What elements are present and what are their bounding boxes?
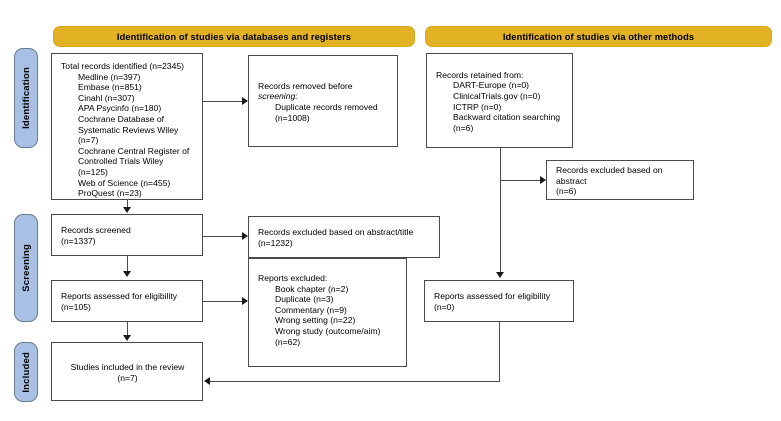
- node-records-excluded-abstract-title: Records excluded based on abstract/title…: [248, 216, 440, 258]
- node-records-excluded-abstract-title-lines: Records excluded based on abstract/title…: [258, 227, 431, 248]
- node-line: Wrong setting (n=22): [275, 315, 356, 326]
- arrowhead-screened-to-excluded: [242, 232, 248, 240]
- connector-total-to-removed: [203, 101, 242, 102]
- connector-retained-to-eligibility-other: [500, 180, 501, 272]
- node-line: screening:: [258, 91, 298, 102]
- node-line: (n=125): [78, 166, 108, 177]
- stage-pill-screening: Screening: [14, 214, 38, 322]
- node-line: (n=0): [434, 302, 455, 312]
- node-line: Medline (n=397): [78, 71, 141, 82]
- node-line: (n=105): [61, 302, 91, 312]
- node-line: Reports assessed for eligibility: [434, 291, 551, 302]
- node-line: Records retained from:: [436, 69, 524, 80]
- connector-screened-to-excluded: [203, 236, 242, 237]
- arrowhead-total-to-screened: [123, 207, 131, 213]
- node-line: Wrong study (outcome/aim): [275, 325, 381, 336]
- arrowhead-retained-to-eligibility-other: [496, 272, 504, 278]
- arrowhead-eligibility-to-reports-excluded: [242, 297, 248, 305]
- arrowhead-total-to-removed: [242, 97, 248, 105]
- node-line: Reports excluded:: [258, 273, 328, 283]
- arrowhead-screened-to-eligibility: [123, 271, 131, 277]
- node-records-retained-from: Records retained from:DART-Europe (n=0)C…: [426, 53, 573, 148]
- node-reports-excluded: Reports excluded:Book chapter (n=2)Dupli…: [248, 258, 407, 367]
- node-line: ICTRP (n=0): [453, 101, 502, 112]
- connector-retained-to-excluded: [500, 180, 540, 181]
- node-line: Controlled Trials Wiley: [78, 156, 164, 167]
- node-line: Reports assessed for eligibility: [61, 291, 178, 302]
- node-line: Studies included in the review: [70, 361, 185, 372]
- node-reports-assessed-db-lines: Reports assessed for eligibility(n=105): [61, 291, 194, 312]
- node-line: Records excluded based on abstract/title: [258, 227, 414, 238]
- node-records-screened-lines: Records screened(n=1337): [61, 225, 194, 246]
- banner-other-methods: Identification of studies via other meth…: [425, 26, 772, 47]
- node-reports-assessed-eligibility-databases: Reports assessed for eligibility(n=105): [51, 280, 203, 322]
- connector-other-eligibility-to-included: [210, 381, 500, 382]
- node-studies-included-in-review: Studies included in the review(n=7): [51, 342, 203, 401]
- node-line: Records removed before: [258, 80, 353, 91]
- connector-eligibility-to-included: [127, 322, 128, 336]
- node-line: APA Psycinfo (n=180): [78, 103, 162, 114]
- node-line: (n=6): [556, 186, 577, 197]
- node-line: Web of Science (n=455): [78, 177, 171, 188]
- node-line: Cochrane Central Register of: [78, 145, 190, 156]
- node-total-records-identified-lines: Total records identified (n=2345)Medline…: [61, 61, 194, 199]
- connector-other-eligibility-down: [499, 322, 500, 381]
- arrowhead-eligibility-to-included: [123, 335, 131, 341]
- node-line: Duplicate (n=3): [275, 294, 334, 305]
- stage-label-identification: Identification: [20, 67, 32, 129]
- arrowhead-retained-to-excluded: [540, 176, 546, 184]
- node-line: Embase (n=851): [78, 82, 142, 93]
- stage-label-screening: Screening: [20, 244, 32, 292]
- node-records-retained-lines: Records retained from:DART-Europe (n=0)C…: [436, 70, 564, 134]
- stage-pill-identification: Identification: [14, 48, 38, 148]
- node-line: Cinahl (n=307): [78, 92, 135, 103]
- stage-label-included: Included: [20, 351, 32, 393]
- node-line: (n=1337): [61, 236, 96, 246]
- node-line: abstract: [556, 175, 587, 186]
- stage-pill-included: Included: [14, 342, 38, 402]
- node-studies-included-lines: Studies included in the review(n=7): [61, 362, 194, 383]
- node-total-records-identified: Total records identified (n=2345)Medline…: [51, 53, 203, 200]
- connector-total-to-screened: [127, 200, 128, 208]
- node-line: Total records identified (n=2345): [61, 61, 185, 71]
- node-line: Systematic Reviews Wiley: [78, 124, 179, 135]
- banner-databases-registers: Identification of studies via databases …: [53, 26, 415, 47]
- node-line: Backward citation searching: [453, 112, 560, 123]
- connector-screened-to-eligibility: [127, 256, 128, 272]
- node-line: (n=7): [117, 372, 138, 383]
- node-line: (n=1232): [258, 238, 293, 248]
- node-line: Cochrane Database of: [78, 113, 164, 124]
- node-line: DART-Europe (n=0): [453, 80, 530, 91]
- node-line: Commentary (n=9): [275, 304, 347, 315]
- arrowhead-other-eligibility-to-included: [204, 377, 210, 385]
- node-line: (n=7): [78, 135, 99, 146]
- node-records-screened: Records screened(n=1337): [51, 214, 203, 256]
- node-line: Duplicate records removed: [275, 102, 378, 112]
- connector-eligibility-to-reports-excluded: [203, 301, 242, 302]
- node-reports-assessed-eligibility-other: Reports assessed for eligibility(n=0): [424, 280, 574, 322]
- node-reports-assessed-other-lines: Reports assessed for eligibility(n=0): [434, 291, 565, 312]
- node-line: Records screened: [61, 225, 131, 236]
- node-line: (n=6): [453, 122, 474, 133]
- node-reports-excluded-lines: Reports excluded:Book chapter (n=2)Dupli…: [258, 273, 398, 347]
- connector-retained-down: [500, 148, 501, 181]
- node-line: ClinicalTrials.gov (n=0): [453, 90, 541, 101]
- node-line: Records excluded based on: [556, 165, 663, 176]
- node-line: (n=1008): [275, 112, 310, 123]
- node-line: (n=62): [275, 336, 301, 347]
- node-line: ProQuest (n=23): [78, 188, 142, 199]
- node-line: Book chapter (n=2): [275, 283, 349, 294]
